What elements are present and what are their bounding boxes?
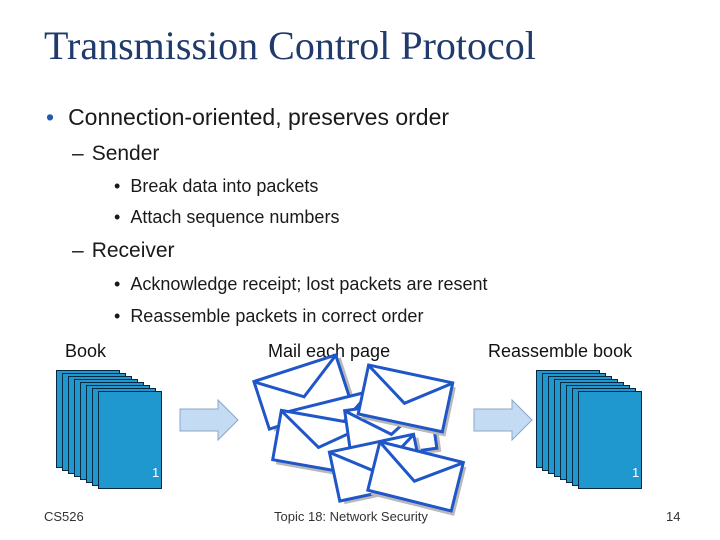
bullet-dot-icon: • [114, 176, 121, 196]
page-number: 1 [632, 465, 640, 480]
receiver-item: • Acknowledge receipt; lost packets are r… [114, 274, 488, 295]
bullet-dot-icon: • [114, 207, 121, 227]
footer-topic: Topic 18: Network Security [274, 509, 428, 524]
book-page-stack [56, 370, 168, 490]
book-label: Book [65, 341, 107, 361]
page-sheet [98, 391, 162, 489]
bullet-dot-icon: • [114, 274, 121, 294]
sender-item: • Attach sequence numbers [114, 207, 339, 228]
mail-label: Mail each page [268, 341, 391, 361]
sender-item: • Break data into packets [114, 176, 318, 197]
arrow-right-shape [179, 398, 239, 442]
page-number: 1 [152, 465, 160, 480]
dash-icon: – [72, 142, 84, 165]
sub-bullet-sender: –Sender [72, 142, 159, 166]
bullet-main: • Connection-oriented, preserves order [46, 104, 449, 131]
arrow-right-shape [473, 398, 533, 442]
footer-page-number: 14 [666, 509, 681, 524]
sender-item-text: Attach sequence numbers [130, 207, 340, 227]
sender-text: Sender [91, 142, 160, 165]
bullet-dot-icon: • [114, 306, 121, 326]
reassembled-page-stack [536, 370, 648, 490]
envelope-icon [365, 439, 467, 516]
bullet-dot-icon: • [46, 104, 55, 130]
envelope-icon [356, 363, 456, 437]
bullet-main-text: Connection-oriented, preserves order [68, 104, 450, 130]
slide-title: Transmission Control Protocol [44, 23, 536, 68]
receiver-text: Receiver [91, 239, 175, 262]
receiver-item-text: Reassemble packets in correct order [130, 306, 424, 326]
sub-bullet-receiver: –Receiver [72, 239, 175, 263]
receiver-item: • Reassemble packets in correct order [114, 306, 423, 327]
reassemble-label: Reassemble book [488, 341, 633, 361]
envelope-cluster [250, 352, 470, 516]
sender-item-text: Break data into packets [130, 176, 319, 196]
footer-course: CS526 [44, 509, 84, 524]
receiver-item-text: Acknowledge receipt; lost packets are re… [130, 274, 488, 294]
dash-icon: – [72, 239, 84, 262]
arrow-right-icon [473, 398, 533, 442]
arrow-right-icon [179, 398, 239, 442]
page-sheet [578, 391, 642, 489]
